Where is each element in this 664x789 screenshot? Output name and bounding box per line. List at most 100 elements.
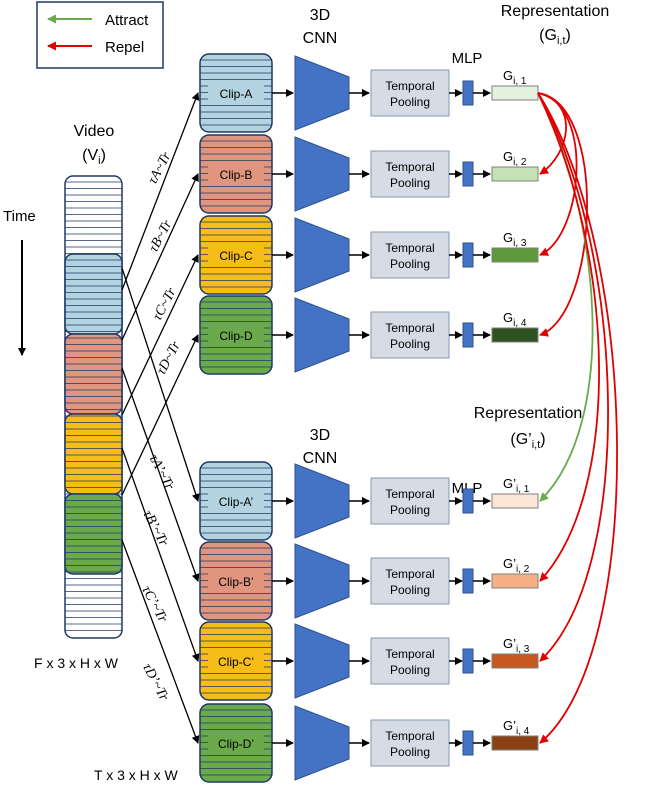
sampling-arrow-top (121, 334, 199, 496)
clip-label: Clip-A (220, 87, 253, 101)
video-dims: F x 3 x H x W (34, 655, 119, 671)
tau-label-bottom: τB’~Tr (139, 508, 170, 549)
rep-header-top: Representation (501, 3, 610, 20)
clip-label: Clip-D’ (218, 737, 254, 751)
pooling-label-line1: Temporal (385, 647, 434, 661)
mlp-block (462, 568, 474, 594)
mlp-block (462, 80, 474, 106)
pooling-label-line1: Temporal (385, 241, 434, 255)
temporal-pooling-box (370, 637, 450, 685)
mlp-block (462, 242, 474, 268)
tau-label-top: τC~Tr (150, 285, 180, 323)
pooling-label-line2: Pooling (390, 663, 430, 677)
video-segment-b (64, 333, 123, 415)
representation-label: G’i, 4 (503, 718, 530, 737)
sampling-arrow-bottom (121, 267, 200, 502)
pooling-label-line2: Pooling (390, 95, 430, 109)
mlp-block (462, 648, 474, 674)
pooling-label-line1: Temporal (385, 321, 434, 335)
pooling-label-line2: Pooling (390, 257, 430, 271)
pooling-label-line1: Temporal (385, 487, 434, 501)
temporal-pooling-box (370, 231, 450, 279)
mlp-header-top: MLP (452, 50, 483, 67)
video-strip-layer (64, 175, 123, 639)
temporal-pooling-box (370, 69, 450, 117)
pooling-label-line2: Pooling (390, 176, 430, 190)
tau-label-top: τB~Tr (146, 218, 175, 255)
tau-label-top: τA~Tr (145, 150, 174, 187)
rep-header-bottom: Representation (474, 405, 583, 422)
pooling-label-line2: Pooling (390, 503, 430, 517)
tau-label-bottom: τA’~Tr (146, 452, 177, 493)
cnn-header-top-line2: CNN (303, 30, 338, 47)
clip-label: Clip-C (219, 249, 253, 263)
pooling-label-line1: Temporal (385, 567, 434, 581)
video-segment-d (64, 493, 123, 575)
tau-label-bottom: τC’~Tr (138, 584, 170, 626)
representation-label: Gi, 1 (503, 68, 527, 87)
cnn-block (294, 463, 350, 539)
pooling-label-line2: Pooling (390, 583, 430, 597)
contrast-arrows-layer (537, 92, 618, 744)
cnn-block (294, 55, 350, 131)
sampling-arrows-layer: τA~TrτB~TrτC~TrτD~TrτA’~TrτB’~TrτC’~TrτD… (121, 92, 200, 744)
clip-label-bg (208, 244, 264, 266)
clip-label-bg (208, 570, 264, 592)
representation-label: G’i, 1 (503, 476, 530, 495)
sampling-arrow-top (121, 173, 199, 341)
cnn-header-bottom-line2: CNN (303, 450, 338, 467)
legend-attract-label: Attract (105, 12, 149, 29)
representation-bar (491, 573, 539, 589)
clip-label-bg (208, 650, 264, 672)
pooling-label-line1: Temporal (385, 79, 434, 93)
representation-bar (491, 327, 539, 343)
legend: Attract Repel (36, 1, 164, 69)
temporal-pooling-box (370, 150, 450, 198)
temporal-pooling-box (370, 477, 450, 525)
pooling-label-line1: Temporal (385, 160, 434, 174)
representation-bar (491, 653, 539, 669)
representation-bar (491, 247, 539, 263)
clip-label: Clip-D (219, 329, 253, 343)
sampling-arrow-top (121, 92, 200, 291)
clip-label: Clip-B (220, 168, 253, 182)
clip-label-bg (208, 163, 264, 185)
repel-arrow (537, 92, 600, 582)
mlp-block (462, 488, 474, 514)
clip-label: Clip-C’ (218, 655, 254, 669)
rep-variable-bottom: (G’i,t) (510, 431, 545, 451)
video-variable: (Vi) (82, 147, 106, 167)
pooling-label-line1: Temporal (385, 729, 434, 743)
clip-label: Clip-B’ (218, 575, 253, 589)
sampling-arrow-bottom (121, 367, 200, 582)
pooling-label-line2: Pooling (390, 745, 430, 759)
mlp-block (462, 161, 474, 187)
repel-arrow (537, 92, 609, 662)
cnn-block (294, 136, 350, 212)
representation-bar (491, 493, 539, 509)
cnn-block (294, 217, 350, 293)
cnn-header-top-line1: 3D (310, 7, 330, 24)
video-segment-a (64, 253, 123, 335)
representation-label: Gi, 2 (503, 149, 527, 168)
rep-variable-top: (Gi,t) (539, 27, 571, 47)
repel-arrow (537, 92, 618, 744)
tau-label-top: τD~Tr (154, 339, 184, 378)
clip-label: Clip-A’ (219, 495, 253, 509)
video-segment-c (64, 413, 123, 495)
representation-label: Gi, 4 (503, 310, 527, 329)
cnn-block (294, 623, 350, 699)
mlp-block (462, 730, 474, 756)
mlp-block (462, 322, 474, 348)
clip-label-bg (208, 324, 264, 346)
representation-label: G’i, 3 (503, 636, 530, 655)
representation-label: G’i, 2 (503, 556, 530, 575)
